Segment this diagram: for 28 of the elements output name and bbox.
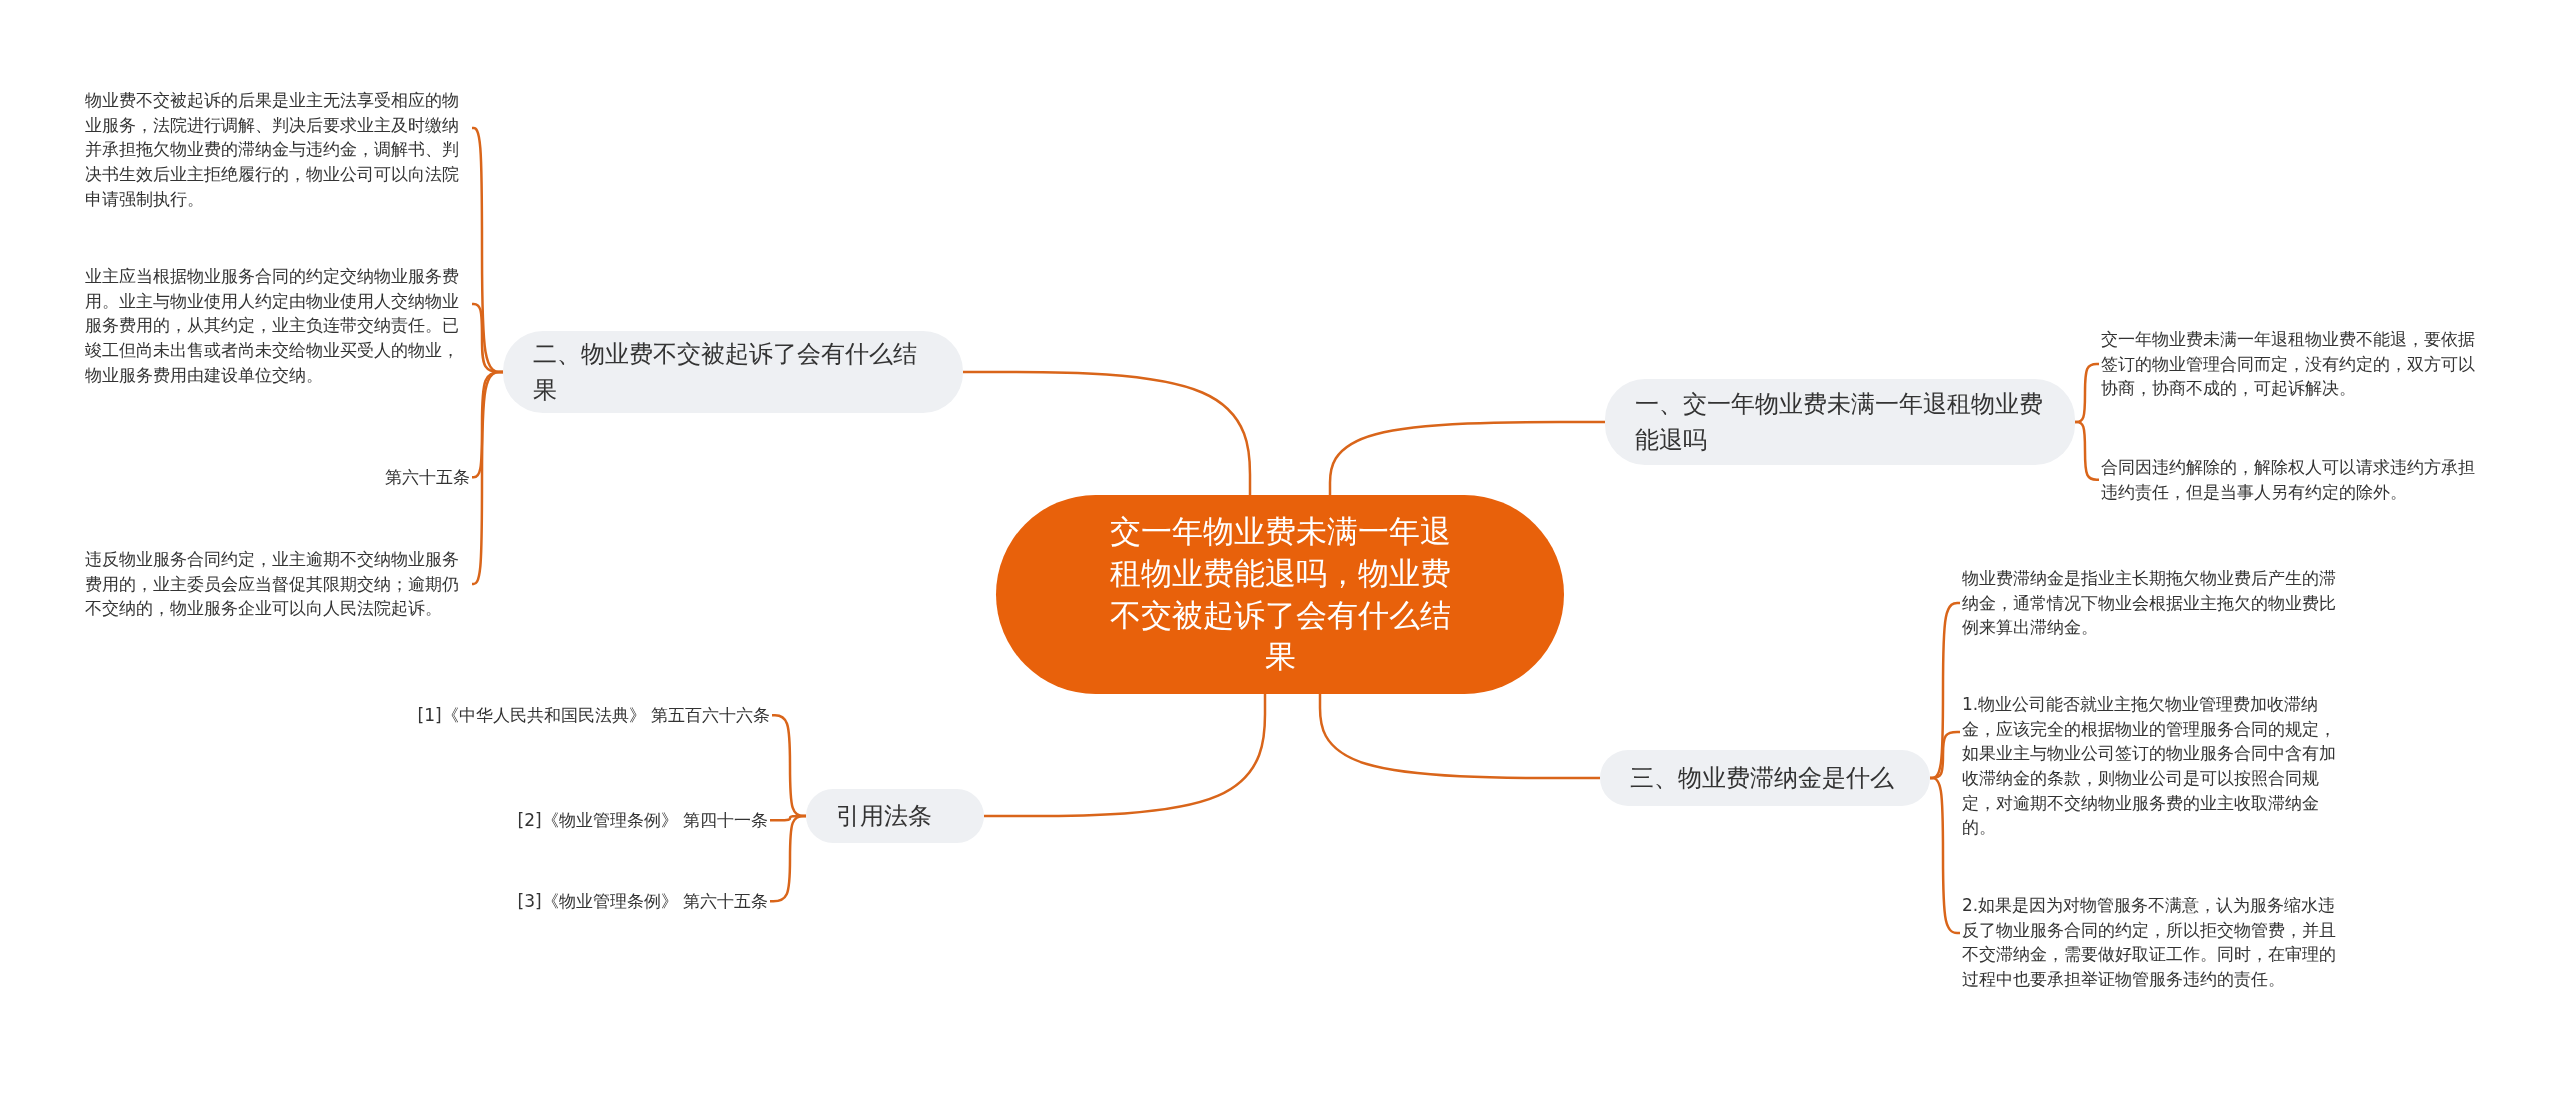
note-text: 物业费滞纳金是指业主长期拖欠物业费后产生的滞纳金，通常情况下物业会根据业主拖欠的物业费比例来算出滞纳金。: [1962, 566, 2347, 640]
topic-pill: [806, 789, 984, 843]
connector-line: [2074, 420, 2099, 481]
note-text: 合同因违约解除的，解除权人可以请求违约方承担违约责任，但是当事人另有约定的除外。: [2101, 455, 2486, 505]
topic-label: 一、交一年物业费未满一年退租物业费能退吗: [1635, 389, 2044, 456]
topic-label: 引用法条: [836, 801, 932, 832]
central-topic-label: 交一年物业费未满一年退租物业费能退吗，物业费不交被起诉了会有什么结果: [1108, 511, 1452, 677]
topic-label: 三、物业费滞纳金是什么: [1630, 763, 1894, 794]
note-text: [1]《中华人民共和国民法典》 第五百六十六条: [417, 703, 770, 728]
topic-pill: [1600, 750, 1930, 806]
topic-label: 二、物业费不交被起诉了会有什么结果: [533, 339, 918, 406]
connector-line: [471, 370, 503, 586]
connector-line: [984, 694, 1267, 818]
connector-line: [1930, 601, 1960, 780]
connector-line: [963, 370, 1252, 495]
connector-line: [1930, 776, 1960, 935]
note-text: 物业费不交被起诉的后果是业主无法享受相应的物业服务，法院进行调解、判决后要求业主及时缴纳并承担拖欠物业费的滞纳金与违约金，调解书、判决书生效后业主拒绝履行的，物业公司可以向法院申请强制执行。: [85, 88, 470, 212]
connector-line: [770, 814, 806, 903]
note-text: [2]《物业管理条例》 第四十一条: [517, 808, 768, 833]
note-text: 2.如果是因为对物管服务不满意，认为服务缩水违反了物业服务合同的约定，所以拒交物管费，并且不交滞纳金，需要做好取证工作。同时，在审理的过程中也要承担举证物管服务违约的责任。: [1962, 893, 2347, 992]
note-text: 第六十五条: [385, 465, 470, 490]
connector-line: [1328, 420, 1605, 495]
connector-line: [1318, 694, 1600, 780]
note-text: 1.物业公司能否就业主拖欠物业管理费加收滞纳金，应该完全的根据物业的管理服务合同的规定，如果业主与物业公司签订的物业服务合同中含有加收滞纳金的条款，则物业公司是可以按照合同规定，对逾期不交纳物业服务费的业主收取滞纳金的。: [1962, 692, 2347, 840]
note-text: [3]《物业管理条例》 第六十五条: [517, 889, 768, 914]
note-text: 违反物业服务合同约定，业主逾期不交纳物业服务费用的，业主委员会应当督促其限期交纳；逾期仍不交纳的，物业服务企业可以向人民法院起诉。: [85, 547, 470, 621]
note-text: 交一年物业费未满一年退租物业费不能退，要依据签订的物业管理合同而定，没有约定的，双方可以协商，协商不成的，可起诉解决。: [2101, 327, 2486, 401]
note-text: 业主应当根据物业服务合同的约定交纳物业服务费用。业主与物业使用人约定由物业使用人交纳物业服务费用的，从其约定，业主负连带交纳责任。已竣工但尚未出售或者尚未交给物业买受人的物业，物业服务费用由建设单位交纳。: [85, 264, 470, 388]
